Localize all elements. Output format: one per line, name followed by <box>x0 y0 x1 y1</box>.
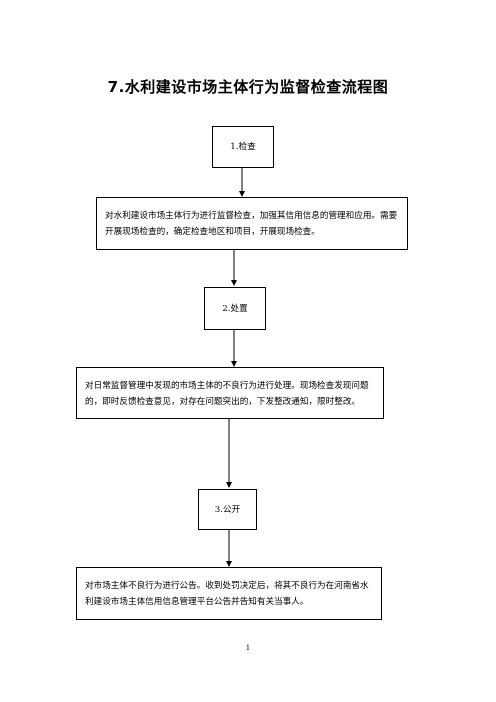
step-publish-description: 对市场主体不良行为进行公告。收到处罚决定后，将其不良行为在河南省水利建设市场主体… <box>85 581 369 607</box>
page-title: 7.水利建设市场主体行为监督检查流程图 <box>107 78 389 96</box>
step-check-label: 1.检查 <box>230 142 256 152</box>
step-publish-description-box: 对市场主体不良行为进行公告。收到处罚决定后，将其不良行为在河南省水利建设市场主体… <box>76 567 382 620</box>
step-handle-description: 对日常监督管理中发现的市场主体的不良行为进行处理。现场检查发现问题的，即时反馈检… <box>85 381 369 407</box>
step-check-box: 1.检查 <box>212 126 274 168</box>
step-handle-label: 2.处置 <box>222 303 248 314</box>
step-check-description: 对水利建设市场主体行为进行监督检查，加强其信用信息的管理和应用。需要开展现场检查… <box>105 211 398 237</box>
step-handle-description-box: 对日常监督管理中发现的市场主体的不良行为进行处理。现场检查发现问题的，即时反馈检… <box>76 367 384 419</box>
step-publish-box: 3.公开 <box>198 489 257 530</box>
step-check-description-box: 对水利建设市场主体行为进行监督检查，加强其信用信息的管理和应用。需要开展现场检查… <box>96 197 408 250</box>
step-handle-box: 2.处置 <box>204 287 266 330</box>
page-number: 1 <box>245 644 251 652</box>
step-publish-label: 3.公开 <box>214 504 241 515</box>
